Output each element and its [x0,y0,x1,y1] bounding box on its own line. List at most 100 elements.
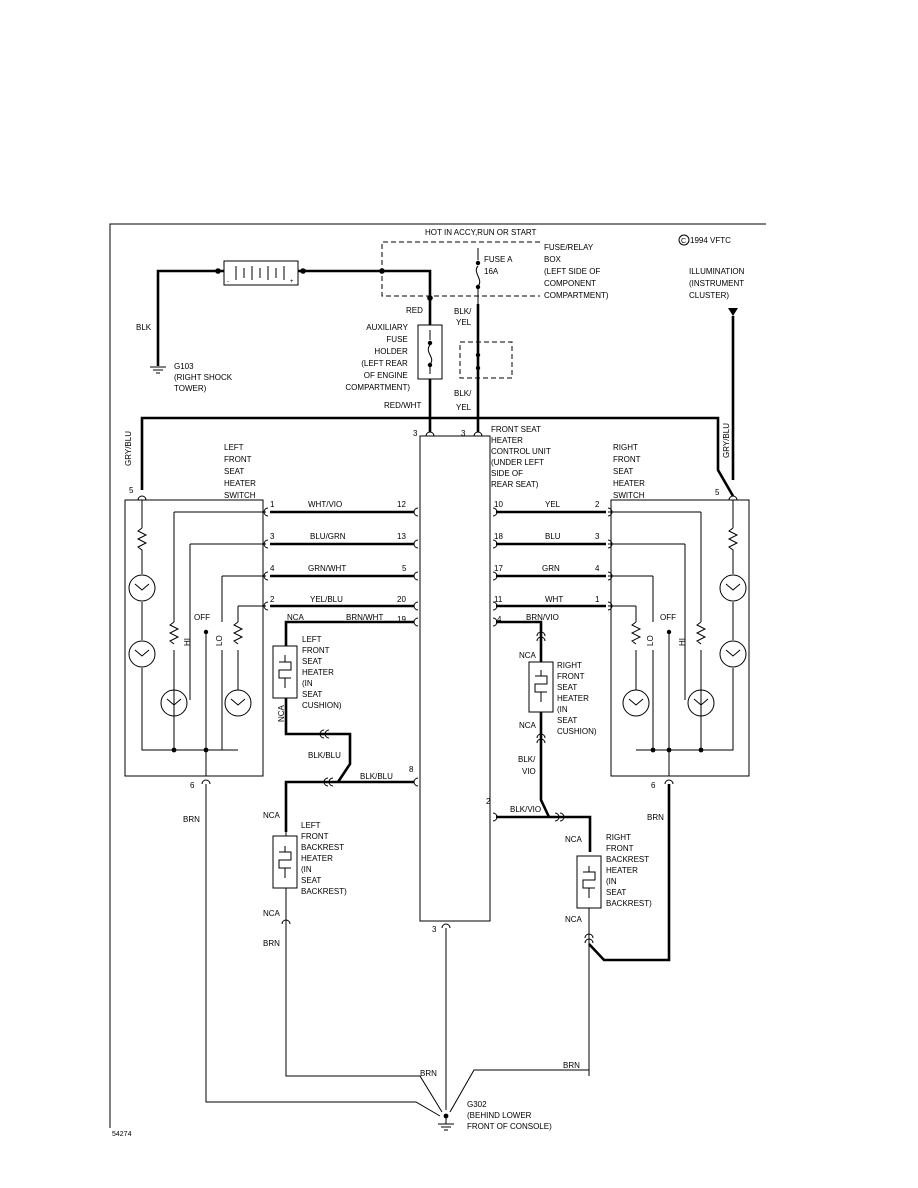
control-unit-label: FRONT SEAT HEATER CONTROL UNIT (UNDER LE… [491,425,553,489]
wire-label-blk-vio-2: VIO [522,767,536,776]
right-indicator-lamp-3 [622,689,650,717]
pin-cu-top-left: 3 [413,429,418,438]
fuse-relay-box-label: FUSE/RELAY BOX (LEFT SIDE OF COMPONENT C… [544,243,609,300]
left-switch-lo: LO [215,635,224,646]
wire-label-brn-wht: BRN/WHT [346,613,383,622]
right-switch-internal [608,500,739,776]
connector-dashed-box [459,341,513,379]
left-switch-off: OFF [194,613,210,622]
pin-cu-17: 17 [494,564,503,573]
ground-g302-symbol [438,1116,454,1131]
pin-ls-4: 4 [270,564,275,573]
diagram-frame [109,223,766,1128]
right-indicator-lamp-2 [719,640,747,668]
pin-cu-5: 5 [402,564,407,573]
left-cushion-heater [272,645,298,699]
ground-g103-label: G103 (RIGHT SHOCK TOWER) [174,362,234,393]
wire-blk-blu-backrest [284,780,414,832]
pin-rs-1: 1 [595,595,600,604]
illumination-label: ILLUMINATION (INSTRUMENT CLUSTER) [689,267,747,300]
pin-cu-3-bottom: 3 [432,925,437,934]
pin-cu-11: 11 [494,595,503,604]
wire-brn-wht [284,620,414,646]
wire-label-blk-vio-1: BLK/ [518,755,536,764]
wire-blk-battery: BLK [136,323,152,332]
pin-ls-3: 3 [270,532,275,541]
wire-label-brn-center: BRN [420,1069,437,1078]
right-switch-box [610,499,750,777]
left-switch-label: LEFT FRONT SEAT HEATER SWITCH [224,443,258,500]
wire-label-brn-lb: BRN [263,939,280,948]
right-cushion-heater [528,661,554,713]
svg-text:+: + [290,279,294,285]
svg-text:-: - [227,279,229,285]
battery-neg-wire [156,269,224,366]
copyright-symbol: C [681,238,686,245]
wire-label-blk-blu-2: BLK/BLU [360,772,393,781]
pin-rs-4: 4 [595,564,600,573]
nca-2: NCA [277,704,286,722]
nca-7: NCA [565,835,583,844]
pin-ls-6: 6 [190,781,195,790]
wire-label-wht-vio: WHT/VIO [308,500,342,509]
wire-blk-yel-low-2: YEL [456,403,472,412]
pin-cu-10: 10 [494,500,503,509]
nca-3: NCA [263,811,281,820]
copyright-mark [678,234,690,246]
nca-6: NCA [519,721,537,730]
pin-cu-top-right: 3 [461,429,466,438]
figure-number: 54274 [112,1131,132,1138]
left-switch-box [124,499,264,777]
right-indicator-lamp-1 [719,574,747,602]
pin-ls-2: 2 [270,595,275,604]
right-indicator-lamp-4 [687,689,715,717]
wire-red-wht: RED/WHT [384,401,421,410]
pin-ls-1: 1 [270,500,275,509]
nca-8: NCA [565,915,583,924]
right-backrest-label: RIGHT FRONT BACKREST HEATER (IN SEAT BAC… [606,833,652,908]
wire-brn-left-switch [205,784,441,1117]
wire-label-yel-blu: YEL/BLU [310,595,343,604]
wire-label-brn-vio: BRN/VIO [526,613,559,622]
right-cushion-label: RIGHT FRONT SEAT HEATER (IN SEAT CUSHION… [557,661,597,736]
left-indicator-lamp-4 [224,689,252,717]
left-switch-hi: HI [183,638,192,646]
pin-cu-13: 13 [397,532,406,541]
wire-label-grn-wht: GRN/WHT [308,564,346,573]
right-switch-label: RIGHT FRONT SEAT HEATER SWITCH [613,443,647,500]
wire-blk-blu-cushion [284,698,352,783]
left-backrest-heater [272,835,298,889]
wire-blk-yel-top-2: YEL [456,318,472,327]
battery [223,260,299,286]
wire-brn-vio [496,620,543,662]
pin-cu-20: 20 [397,595,406,604]
wire-label-wht: WHT [545,595,563,604]
wire-gry-blu [140,416,735,497]
fuse-a-label: FUSE A 16A [484,255,514,276]
wire-label-yel: YEL [545,500,561,509]
wire-blk-vio-cushion [539,712,551,818]
wire-label-brn-ls: BRN [183,815,200,824]
pin-cu-18: 18 [494,532,503,541]
wire-blk-yel-low-1: BLK/ [454,389,472,398]
right-backrest-heater [576,855,602,909]
right-switch-lo: LO [646,635,655,646]
nca-4: NCA [263,909,281,918]
wire-blk-yel-top-1: BLK/ [454,307,472,316]
pin-cu-12: 12 [397,500,406,509]
aux-fuse-label: AUXILIARY FUSE HOLDER (LEFT REAR OF ENGI… [345,323,410,392]
wire-label-brn-rs: BRN [647,813,664,822]
wire-brn-right-switch [588,784,671,962]
pin-ls-5: 5 [129,486,134,495]
ground-g103-symbol [150,366,166,374]
pin-rs-2: 2 [595,500,600,509]
wire-red: RED [406,306,423,315]
left-indicator-lamp-2 [128,640,156,668]
pin-cu-4: 4 [497,615,502,624]
battery-cells [235,266,285,280]
wire-label-grn: GRN [542,564,560,573]
nca-5: NCA [519,651,537,660]
pin-rs-6: 6 [651,781,656,790]
control-unit [419,435,491,922]
